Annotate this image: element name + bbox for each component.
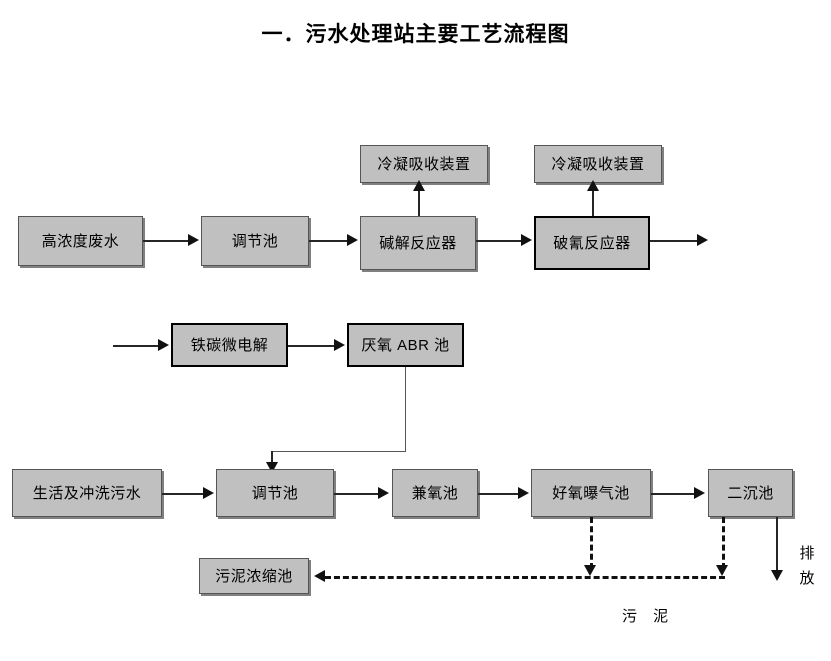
arrowhead-right [694,487,705,499]
box-anaerobic-abr-tank[interactable]: 厌氧 ABR 池 [347,323,464,367]
connector-clarifier-sludge-drop [722,517,725,569]
arrowhead-up [413,180,425,191]
box-condensation-absorber-2[interactable]: 冷凝吸收装置 [534,145,662,183]
box-high-conc-wastewater[interactable]: 高浓度废水 [18,216,143,266]
connector-aerobic-to-clarifier [651,493,696,495]
connector-aerobic-sludge-drop [590,517,593,569]
arrowhead-right [697,234,708,246]
arrowhead-down [716,565,728,576]
box-label: 二沉池 [727,484,774,502]
connector-abr-left-segment [271,451,406,452]
box-label: 好氧曝气池 [552,484,630,502]
connector-electrolysis-to-abr [288,345,335,347]
box-equalization-tank-1[interactable]: 调节池 [201,216,309,266]
discharge-label-line-2: 放 [799,570,815,587]
connector-facultative-to-aerobic [478,493,520,495]
connector-equalization-to-alkaline [309,240,349,242]
arrowhead-right [378,487,389,499]
arrowhead-right [203,487,214,499]
arrowhead-right [158,339,169,351]
box-domestic-and-washing-sewage[interactable]: 生活及冲洗污水 [12,469,162,517]
connector-cyanide-to-absorber-2 [592,189,594,216]
box-label: 调节池 [251,484,299,502]
box-label: 调节池 [231,232,279,250]
arrowhead-down [771,570,783,581]
arrowhead-down [266,462,278,473]
box-label: 污泥浓缩池 [215,567,293,585]
box-equalization-tank-2[interactable]: 调节池 [216,469,334,517]
box-facultative-tank[interactable]: 兼氧池 [392,469,478,517]
connector-sludge-return-to-thickener [325,576,725,579]
discharge-label-line-1: 排 [799,545,815,562]
box-condensation-absorber-1[interactable]: 冷凝吸收装置 [360,145,488,183]
connector-alkaline-to-absorber-1 [418,189,420,216]
sludge-label: 污 泥 [622,608,675,625]
box-label: 厌氧 ABR 池 [361,336,450,354]
box-label: 生活及冲洗污水 [32,484,142,502]
box-alkaline-hydrolysis-reactor[interactable]: 碱解反应器 [360,216,476,270]
box-label: 铁碳微电解 [190,336,269,354]
box-label: 兼氧池 [411,484,459,502]
box-label: 破氰反应器 [553,234,631,252]
connector-sewage-to-equalization2 [162,493,205,495]
arrowhead-right [347,234,358,246]
box-label: 高浓度废水 [41,232,120,250]
arrowhead-right [334,339,345,351]
arrowhead-right [188,234,199,246]
box-label: 碱解反应器 [379,234,457,252]
connector-clarifier-discharge [776,517,778,573]
box-sludge-thickening-tank[interactable]: 污泥浓缩池 [199,558,309,594]
connector-abr-down-segment [405,367,406,452]
connector-alkaline-to-cyanide [476,240,522,242]
arrowhead-down [584,565,596,576]
connector-cyanide-outlet [650,240,699,242]
box-cyanide-breaking-reactor[interactable]: 破氰反应器 [534,216,650,270]
arrowhead-right [521,234,532,246]
arrowhead-left [314,570,325,582]
arrowhead-up [587,180,599,191]
connector-wastewater-to-equalization [143,240,190,242]
page-title: 一．污水处理站主要工艺流程图 [261,23,570,46]
box-secondary-clarifier[interactable]: 二沉池 [708,469,793,517]
connector-equalization2-to-facultative [334,493,380,495]
connector-abr-into-equalization [271,451,273,466]
box-label: 冷凝吸收装置 [551,155,645,173]
box-aerobic-aeration-tank[interactable]: 好氧曝气池 [531,469,651,517]
box-label: 冷凝吸收装置 [377,155,471,173]
connector-row2-inlet [113,345,160,347]
box-iron-carbon-micro-electrolysis[interactable]: 铁碳微电解 [171,323,288,367]
arrowhead-right [518,487,529,499]
